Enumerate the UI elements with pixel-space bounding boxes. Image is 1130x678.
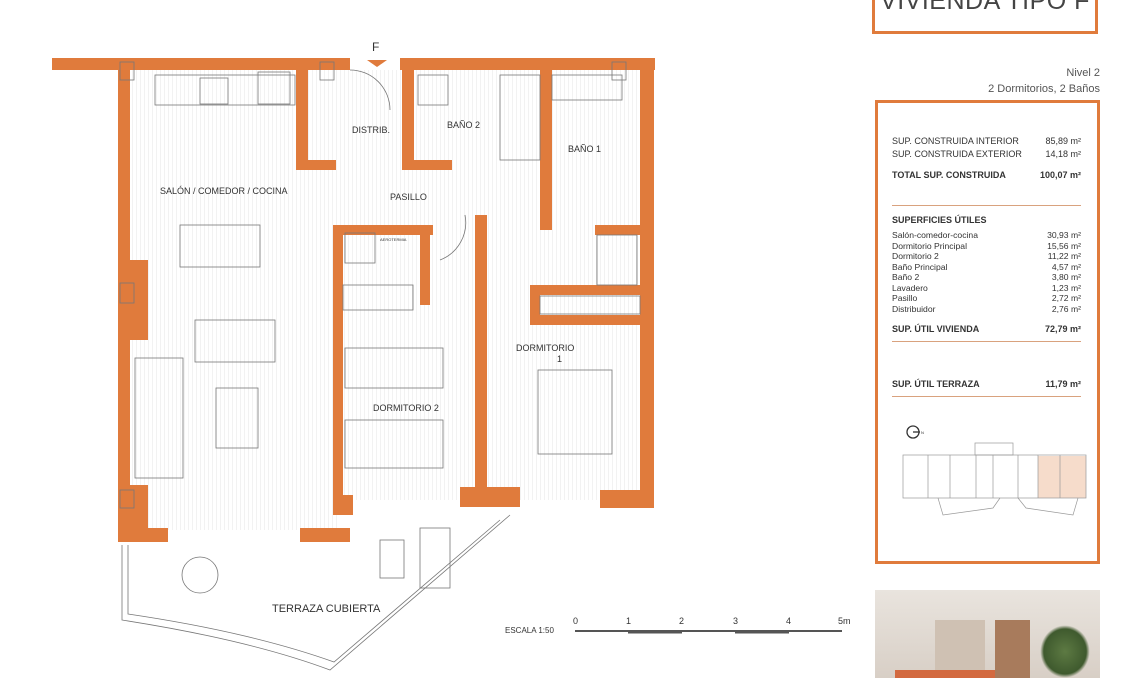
label: SUP. ÚTIL VIVIENDA bbox=[892, 324, 980, 334]
room-bath1: BAÑO 1 bbox=[568, 144, 602, 154]
scale-tick: 3 bbox=[733, 616, 739, 626]
value: 72,79 m² bbox=[1044, 324, 1081, 334]
room-bed1-number: 1 bbox=[557, 354, 563, 364]
entry-label: F bbox=[372, 40, 380, 54]
scale-tick: 1 bbox=[626, 616, 632, 626]
room-bed1: DORMITORIO bbox=[516, 343, 575, 353]
walls bbox=[52, 58, 655, 542]
level: Nivel 2 bbox=[1066, 67, 1100, 79]
compass-label: N bbox=[921, 430, 924, 435]
scale-bar bbox=[575, 630, 842, 634]
room-distrib: DISTRIB. bbox=[352, 125, 391, 135]
floor-plan bbox=[52, 58, 842, 671]
room-living: SALÓN / COMEDOR / COCINA bbox=[160, 186, 288, 196]
room-bath2: BAÑO 2 bbox=[447, 120, 481, 130]
interior-photo bbox=[875, 590, 1100, 678]
scale-tick: 0 bbox=[573, 616, 579, 626]
label: TOTAL SUP. CONSTRUIDA bbox=[892, 170, 1006, 180]
room-hall: PASILLO bbox=[390, 192, 427, 202]
rooms-summary: 2 Dormitorios, 2 Baños bbox=[988, 83, 1100, 95]
scale-label: ESCALA 1:50 bbox=[505, 626, 554, 635]
value: 85,89 m² bbox=[1045, 136, 1081, 146]
scale-tick: 2 bbox=[679, 616, 685, 626]
room-bed2: DORMITORIO 2 bbox=[373, 403, 439, 413]
building-key-plan: N bbox=[902, 425, 1087, 516]
scale-tick: 5m bbox=[838, 616, 851, 626]
value: 100,07 m² bbox=[1039, 170, 1081, 180]
title-box: VIVIENDA TIPO F bbox=[872, 0, 1098, 34]
label: SUP. ÚTIL TERRAZA bbox=[892, 379, 980, 389]
surface-panel: SUP. CONSTRUIDA INTERIOR 85,89 m² SUP. CO… bbox=[875, 100, 1100, 564]
room-terrace: TERRAZA CUBIERTA bbox=[272, 603, 381, 615]
scale-tick: 4 bbox=[786, 616, 792, 626]
page-title: VIVIENDA TIPO F bbox=[880, 0, 1090, 15]
value: 14,18 m² bbox=[1045, 149, 1081, 159]
label: SUP. CONSTRUIDA INTERIOR bbox=[892, 136, 1019, 146]
label: SUP. CONSTRUIDA EXTERIOR bbox=[892, 149, 1022, 159]
laundry-label: AEROTERMIA bbox=[380, 237, 407, 242]
section-heading: SUPERFICIES ÚTILES bbox=[892, 215, 987, 225]
value: 11,79 m² bbox=[1045, 379, 1081, 389]
